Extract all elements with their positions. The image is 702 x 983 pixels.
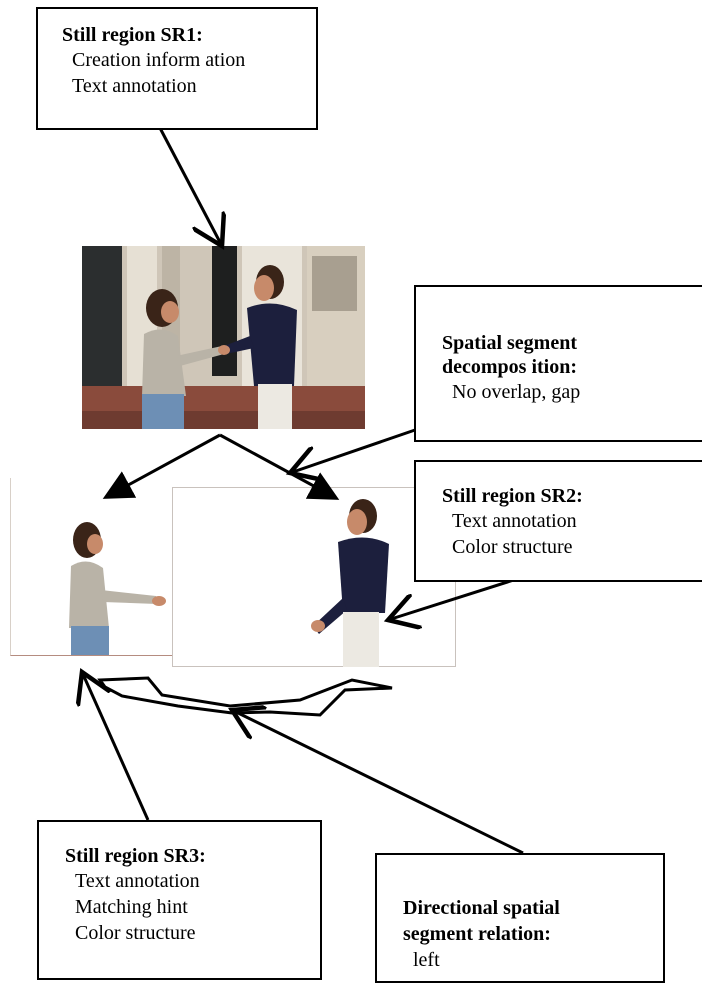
spatial-decomposition-title-2: decompos ition: bbox=[442, 356, 577, 378]
sr3-line-2: Matching hint bbox=[75, 896, 188, 918]
sr2-line-1: Text annotation bbox=[452, 510, 577, 532]
directional-relation-arrow bbox=[232, 710, 524, 855]
relation-curve bbox=[97, 676, 393, 717]
spatial-decomposition-line-1: No overlap, gap bbox=[452, 381, 581, 403]
sr3-box: Still region SR3: Text annotation Matchi… bbox=[37, 820, 322, 980]
sr3-line-3: Color structure bbox=[75, 922, 196, 944]
sr3-title: Still region SR3: bbox=[65, 845, 206, 867]
decomposition-left-branch bbox=[102, 433, 221, 499]
sr2-title: Still region SR2: bbox=[442, 485, 583, 507]
sr2-line-2: Color structure bbox=[452, 536, 573, 558]
sr1-title: Still region SR1: bbox=[62, 24, 203, 46]
sr1-line-2: Text annotation bbox=[72, 75, 197, 97]
full-scene-photo bbox=[82, 246, 365, 429]
sr2-box: Still region SR2: Text annotation Color … bbox=[414, 460, 702, 582]
sr2-image bbox=[172, 487, 456, 667]
directional-relation-line-1: left bbox=[413, 949, 440, 971]
sr1-arrow bbox=[158, 127, 222, 246]
directional-relation-title-1: Directional spatial bbox=[403, 897, 560, 919]
woman-figure bbox=[69, 522, 166, 655]
sr3-image bbox=[10, 478, 173, 656]
man-figure bbox=[311, 499, 389, 667]
directional-relation-box: Directional spatial segment relation: le… bbox=[375, 853, 665, 983]
sr3-line-1: Text annotation bbox=[75, 870, 200, 892]
sr1-box: Still region SR1: Creation inform ation … bbox=[36, 7, 318, 130]
spatial-decomposition-title-1: Spatial segment bbox=[442, 332, 577, 354]
spatial-decomposition-box: Spatial segment decompos ition: No overl… bbox=[414, 285, 702, 442]
sr3-arrow bbox=[82, 672, 150, 821]
directional-relation-title-2: segment relation: bbox=[403, 923, 551, 945]
sr2-arrow bbox=[388, 576, 521, 620]
decomposition-note-arrow bbox=[290, 428, 416, 473]
decomposition-right-branch bbox=[219, 433, 340, 500]
sr1-line-1: Creation inform ation bbox=[72, 49, 246, 71]
